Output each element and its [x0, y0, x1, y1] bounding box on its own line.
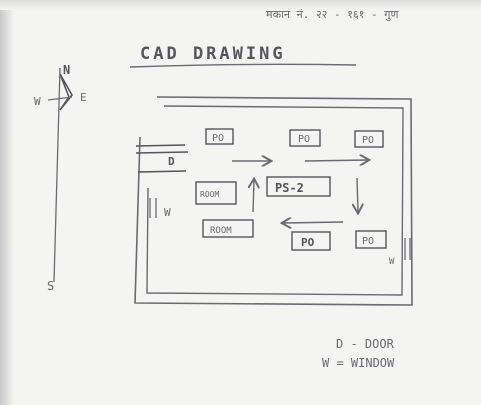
svg-text:PO: PO [301, 236, 315, 249]
box-po-top-mid: PO [289, 129, 321, 147]
title-underline [129, 63, 357, 68]
svg-text:PO: PO [212, 133, 224, 144]
box-room-lower: ROOM [202, 219, 254, 238]
compass-north-label: N [63, 63, 70, 77]
page-title: CAD DRAWING [140, 44, 286, 64]
window-left: W [149, 198, 171, 219]
svg-text:ROOM: ROOM [200, 190, 219, 199]
svg-text:PO: PO [298, 134, 310, 145]
flow-arrows [232, 160, 368, 223]
compass-south-label: S [47, 279, 54, 293]
outer-wall [134, 96, 413, 306]
svg-text:PS-2: PS-2 [275, 181, 304, 195]
paper-shadow-top [0, 0, 481, 10]
arrow-down [357, 177, 358, 212]
header-scribble: मकान नं. २२ - १६१ - गुण [266, 8, 399, 21]
compass-east-label: E [80, 91, 87, 104]
arrow-left [283, 222, 344, 223]
door-label: D [168, 155, 175, 168]
window-left-label: W [164, 206, 171, 219]
box-po-top-right: PO [354, 130, 384, 148]
door-opening: D [135, 144, 189, 173]
inner-wall [146, 105, 404, 296]
legend-door: D - DOOR [336, 337, 395, 351]
box-po-bottom-mid: PO [291, 231, 331, 251]
box-ps2: PS-2 [266, 176, 331, 197]
svg-text:PO: PO [362, 236, 374, 247]
window-right-label: W [389, 257, 395, 267]
svg-text:ROOM: ROOM [210, 226, 232, 236]
window-right: W [389, 238, 411, 267]
compass-west-label: W [34, 95, 41, 108]
legend-window: W = WINDOW [322, 356, 395, 370]
svg-text:PO: PO [362, 135, 374, 146]
box-room-left: ROOM [195, 181, 237, 205]
arrow-up [253, 180, 254, 213]
box-po-top-left: PO [205, 128, 234, 145]
paper-shadow-left [0, 0, 14, 405]
box-po-bottom-right: PO [355, 230, 387, 249]
compass-icon: N W E S [34, 63, 87, 293]
arrow-right-2 [304, 160, 368, 161]
